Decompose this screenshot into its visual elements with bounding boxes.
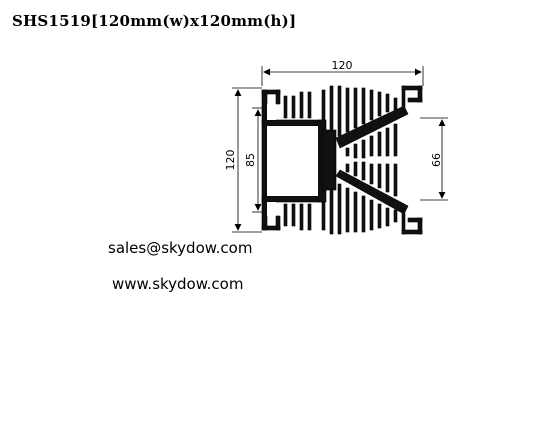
- page-title: SHS1519[120mm(w)x120mm(h)]: [12, 12, 297, 30]
- inner-cavity: [267, 126, 318, 196]
- bottom-channel-slot: [267, 202, 276, 216]
- width-label: 120: [332, 59, 353, 72]
- contact-website: www.skydow.com: [112, 275, 244, 293]
- inner-height-label: 85: [244, 153, 257, 167]
- width-dimension: [261, 66, 424, 86]
- contact-email: sales@skydow.com: [108, 239, 253, 257]
- right-height-label: 66: [430, 153, 443, 167]
- height-label: 120: [224, 150, 237, 171]
- top-channel-slot: [267, 104, 276, 120]
- right-height-dimension: [420, 117, 448, 201]
- heatsink-profile: [261, 85, 423, 235]
- height-dimension: [232, 87, 262, 233]
